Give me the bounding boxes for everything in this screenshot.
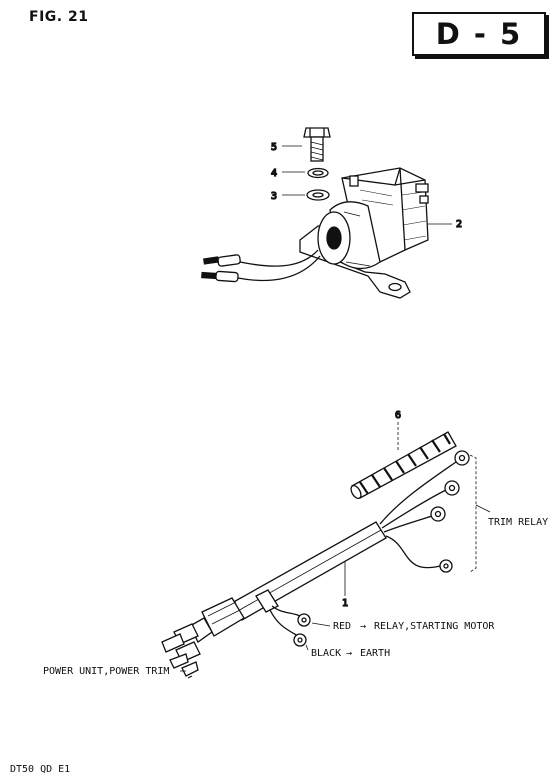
arrow-black: → (346, 648, 352, 659)
starter-relay (299, 167, 429, 299)
relay-leads (201, 249, 321, 283)
callout-6: 6 (395, 410, 401, 421)
bolt (303, 127, 331, 162)
label-black: BLACK (311, 648, 341, 659)
callout-4: 4 (271, 168, 277, 179)
figure-number: FIG. 21 (29, 9, 89, 25)
spiral-tube (350, 431, 457, 500)
callout-2: 2 (456, 219, 462, 230)
wiring-harness (161, 450, 491, 679)
label-red: RED (333, 621, 351, 632)
label-black-destination: EARTH (360, 648, 390, 659)
arrow-red: → (360, 621, 366, 632)
lock-washer (307, 167, 329, 179)
label-trim-relay: TRIM RELAY (488, 517, 548, 528)
label-red-destination: RELAY,STARTING MOTOR (374, 621, 495, 632)
page-code: D - 5 (435, 17, 523, 51)
callout-3: 3 (271, 191, 277, 202)
relay-assembly: 5 4 3 2 (201, 127, 463, 299)
flat-washer (306, 189, 330, 201)
label-power-unit: POWER UNIT,POWER TRIM (43, 666, 169, 677)
page-code-box: D - 5 (412, 12, 546, 56)
model-code: DT50 QD E1 (10, 764, 71, 775)
harness-assembly: 6 1 (43, 409, 548, 679)
callout-5: 5 (271, 142, 277, 153)
callout-1: 1 (342, 598, 348, 609)
